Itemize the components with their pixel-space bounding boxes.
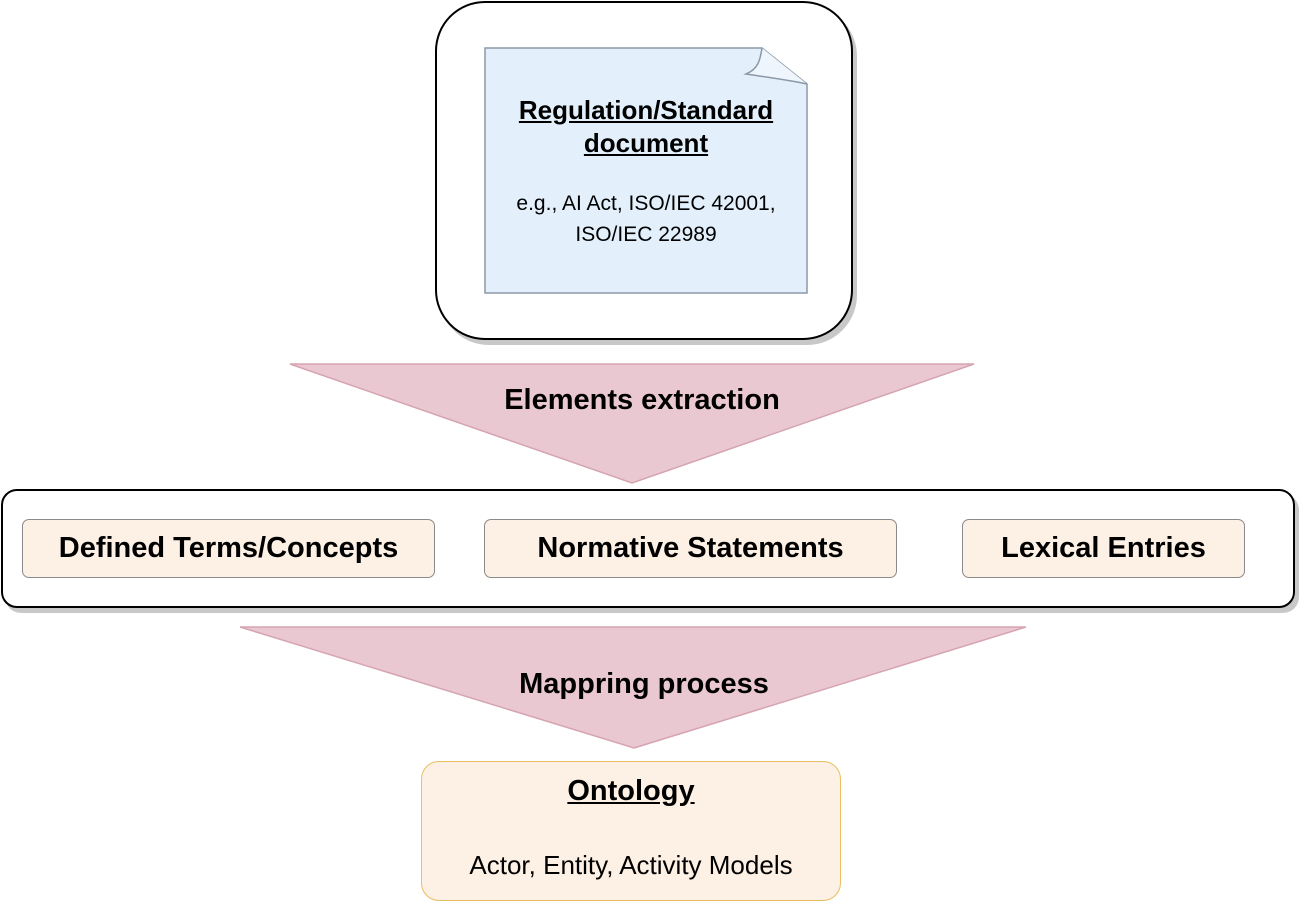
ontology-subtitle: Actor, Entity, Activity Models [469,850,793,880]
ontology-title: Ontology [567,775,695,807]
folded-page-icon [484,47,808,294]
extraction-funnel [288,362,978,486]
document-examples: e.g., AI Act, ISO/IEC 42001, ISO/IEC 229… [516,192,776,246]
defined-terms-box: Defined Terms/Concepts [22,519,435,578]
mapping-label: Mappring process [519,668,769,700]
document-title: Regulation/Standard document [518,95,774,158]
extraction-label: Elements extraction [504,384,780,416]
normative-statements-box: Normative Statements [484,519,897,578]
ontology-box [421,761,841,901]
document-note-shape [484,47,808,294]
lexical-entries-box: Lexical Entries [962,519,1245,578]
mapping-funnel [238,625,1030,751]
